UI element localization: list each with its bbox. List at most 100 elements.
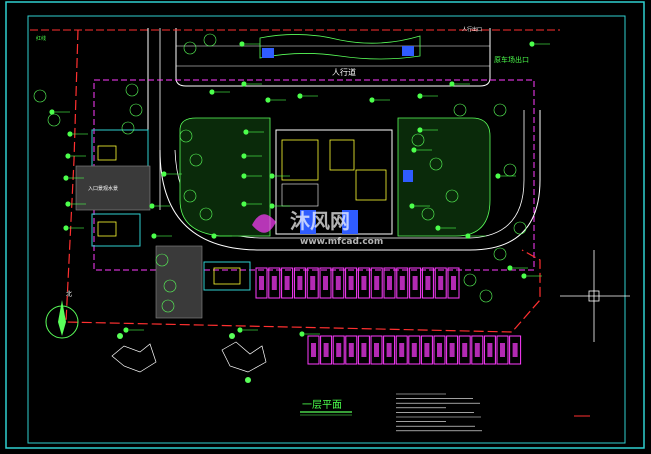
annotation-tag: [417, 93, 423, 99]
parking-car: [336, 343, 342, 357]
parking-stall: [408, 335, 421, 365]
parking-stall: [420, 335, 433, 365]
title-text: 一层平面: [302, 399, 342, 411]
annotation-tag: [409, 203, 415, 209]
top-shrub-band: [259, 34, 421, 60]
parking-car: [323, 343, 329, 357]
annotation-tag: [65, 201, 71, 207]
parking-stall: [332, 267, 345, 299]
parking-car: [361, 276, 367, 290]
west-garden: [179, 117, 271, 237]
parking-car: [399, 343, 405, 357]
annotation-tag: [65, 153, 71, 159]
tree-icon: [411, 133, 425, 147]
annotation-tag: [241, 173, 247, 179]
parking-stall: [496, 335, 509, 365]
tree-icon: [199, 207, 213, 221]
tree-icon: [129, 103, 143, 117]
tree-icon: [179, 129, 193, 143]
svg-text:北: 北: [66, 290, 72, 298]
tree-icon: [161, 299, 175, 313]
parking-car: [311, 343, 316, 357]
parking-stall: [370, 335, 383, 365]
tree-icon: [125, 83, 139, 97]
east-garden: [397, 117, 491, 237]
annotation-tag: [521, 273, 527, 279]
parking-car: [424, 343, 430, 357]
parking-stall: [345, 335, 358, 365]
parking-car: [474, 343, 480, 357]
parking-stall: [268, 267, 281, 299]
parking-stall: [345, 267, 358, 299]
annotation-tag: [63, 175, 69, 181]
south-pavilion: [203, 261, 251, 291]
parking-car: [411, 343, 417, 357]
parking-stall: [509, 335, 522, 365]
parking-stall: [332, 335, 345, 365]
parking-stall: [447, 267, 460, 299]
annotation-tag: [241, 153, 247, 159]
parking-car: [487, 343, 493, 357]
notes-block: [396, 393, 482, 432]
watermark-en: www.mfcad.com: [300, 237, 383, 247]
west-buildings: [75, 129, 203, 319]
parking-car: [335, 276, 341, 290]
parking-car: [284, 276, 290, 290]
annotation-tag: [241, 201, 247, 207]
parking-car: [297, 276, 303, 290]
parking-car: [399, 276, 405, 290]
annotation-tag: [417, 127, 423, 133]
annotation-tag: [297, 93, 303, 99]
entrance-label: 原车场出口: [494, 55, 529, 64]
parking-car: [361, 343, 367, 357]
tree-icon: [493, 247, 507, 261]
annotation-tag: [49, 109, 55, 115]
parking-stall: [357, 335, 370, 365]
parking-car: [386, 343, 392, 357]
annotation-tag: [237, 327, 243, 333]
property-line: [65, 29, 541, 333]
parking-stall: [319, 267, 332, 299]
parking-car: [374, 343, 379, 357]
parking-stall: [255, 267, 268, 299]
parking-car: [310, 276, 316, 290]
annotation-tag: [435, 225, 441, 231]
tree-icon: [203, 33, 217, 47]
parking-row-lower: [307, 335, 522, 365]
drawing-frame-inner: [27, 15, 626, 444]
parking-stall: [370, 267, 383, 299]
annotation-tag: [149, 203, 155, 209]
parking-stall: [293, 267, 306, 299]
parking-stall: [281, 267, 294, 299]
parking-car: [500, 343, 505, 357]
annotation-tag: [495, 173, 501, 179]
annotation-tag: [465, 233, 471, 239]
parking-stall: [421, 267, 434, 299]
crosshair-cursor-icon: [560, 250, 630, 342]
watermark: 沐风网 www.mfcad.com: [252, 209, 383, 247]
parking-stall: [396, 267, 409, 299]
annotation-tag: [209, 89, 215, 95]
detail-sketches: [111, 333, 267, 383]
parking-stall: [483, 335, 496, 365]
annotation-tag: [411, 147, 417, 153]
tree-icon: [421, 207, 435, 221]
tree-icon: [163, 279, 177, 293]
parking-stall: [383, 335, 396, 365]
annotation-tag: [123, 327, 129, 333]
annotation-tag: [369, 97, 375, 103]
parking-stall: [320, 335, 333, 365]
central-building: [275, 129, 413, 235]
top-left-tag: 红线: [36, 35, 46, 42]
ring-road: [159, 110, 541, 251]
tree-icon: [33, 89, 47, 103]
drawing-title: 一层平面: [300, 399, 352, 416]
tree-icon: [183, 189, 197, 203]
drawing-frame-outer: [5, 1, 645, 449]
annotation-tag: [265, 97, 271, 103]
tree-icon: [155, 253, 169, 267]
annotation-tag: [151, 233, 157, 239]
parking-stall: [306, 267, 319, 299]
annotation-tag: [269, 203, 275, 209]
